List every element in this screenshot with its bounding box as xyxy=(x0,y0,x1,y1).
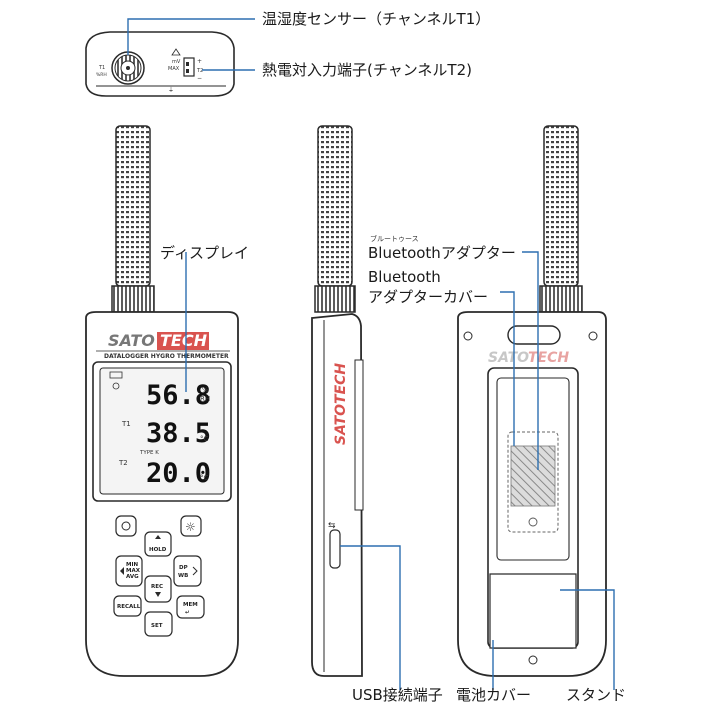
pointer-bluetooth-adapter xyxy=(522,251,539,470)
mv-label: mV xyxy=(172,59,181,65)
back-screw-bottom xyxy=(528,655,538,665)
top-view: T1 %RH mV MAX + T2 − ⏚ xyxy=(85,31,235,97)
lcd-t1-channel: T1 xyxy=(121,420,131,428)
wb-label: WB xyxy=(178,573,188,579)
sun-icon: ☼ xyxy=(185,520,196,534)
hold-button[interactable] xyxy=(144,531,172,557)
recall-button[interactable] xyxy=(113,595,142,617)
min-label: MIN xyxy=(126,562,139,568)
max-label: MAX xyxy=(126,568,141,574)
lcd-t2-channel: T2 xyxy=(118,459,128,467)
humidity-sensor-connector xyxy=(111,51,145,85)
brand-sato: SATO xyxy=(108,331,155,350)
label-usb-port: USB接続端子 xyxy=(352,686,443,704)
rh-label: %RH xyxy=(96,72,107,78)
set-button[interactable] xyxy=(144,611,173,637)
label-battery-cover: 電池カバー xyxy=(456,686,531,704)
keypad: ☼ HOLD MIN MAX AVG DP WB REC RECALL MEM … xyxy=(113,515,205,637)
recall-label: RECALL xyxy=(117,604,141,610)
usb-port xyxy=(329,529,341,569)
back-screw-top-right xyxy=(588,331,598,341)
lcd-t1-unit: °C xyxy=(200,435,209,443)
cover-screw xyxy=(528,517,538,527)
probe-tube xyxy=(115,125,151,287)
plus-label: + xyxy=(197,58,202,65)
back-view: SATO TECH xyxy=(457,125,607,677)
back-screw-top-left xyxy=(463,331,473,341)
front-view: SATO TECH DATALOGGER HYGRO THERMOMETER 5… xyxy=(85,125,239,677)
pointer-usb-port xyxy=(340,545,401,690)
t2-label: T2 xyxy=(196,68,203,74)
rec-label: REC xyxy=(151,584,163,590)
probe-knurl-ring xyxy=(111,285,155,313)
enter-icon: ↵ xyxy=(185,610,190,616)
stand-hinge-slot xyxy=(507,325,561,345)
mem-button[interactable] xyxy=(176,595,205,619)
rec-button[interactable] xyxy=(144,575,172,603)
down-arrow-icon xyxy=(155,592,161,597)
set-label: SET xyxy=(151,623,163,629)
lcd-t2-unit: °C xyxy=(200,474,209,482)
pointer-bluetooth-cover xyxy=(500,291,515,446)
back-probe-knurl-ring xyxy=(539,285,583,313)
lcd-screen xyxy=(99,367,225,495)
battery-icon xyxy=(109,371,123,379)
lcd-t2-value: 20.0 xyxy=(146,458,211,489)
backlight-button[interactable] xyxy=(180,515,202,537)
lcd-humidity-value: 56.8 xyxy=(146,380,211,411)
min-max-avg-button[interactable] xyxy=(115,555,143,587)
label-sensor-t1: 温湿度センサー（チャンネルT1） xyxy=(262,10,490,28)
power-button[interactable] xyxy=(115,515,137,537)
max-label: MAX xyxy=(168,66,180,72)
lcd-humidity-unit-top: % xyxy=(202,386,209,394)
stand-foot xyxy=(489,573,577,649)
side-brand: SATOTECH xyxy=(333,363,349,445)
bluetooth-adapter xyxy=(510,445,556,507)
usb-icon: ⇆ xyxy=(328,521,336,531)
label-bluetooth-cover-line1: Bluetooth xyxy=(368,268,441,286)
t1-label: T1 xyxy=(98,65,105,71)
clock-icon xyxy=(112,382,120,390)
label-bluetooth-ruby: ブルートゥース xyxy=(370,234,419,243)
label-stand: スタンド xyxy=(566,686,626,704)
side-view: SATOTECH ⇆ xyxy=(311,125,364,677)
dp-label: DP xyxy=(179,565,188,571)
side-stand-edge xyxy=(354,359,364,511)
label-bluetooth-cover-line2: アダプターカバー xyxy=(368,288,488,306)
label-bluetooth-adapter: Bluetoothアダプター xyxy=(368,244,516,262)
model-name: DATALOGGER HYGRO THERMOMETER xyxy=(104,353,229,360)
back-probe-tube xyxy=(543,125,579,287)
ground-icon: ⏚ xyxy=(168,87,174,94)
side-probe-knurl-ring xyxy=(314,285,356,313)
avg-label: AVG xyxy=(126,574,139,580)
thermocouple-socket xyxy=(183,57,195,77)
hold-label: HOLD xyxy=(149,547,167,553)
warning-icon xyxy=(171,48,181,56)
back-brand-tech: TECH xyxy=(528,350,569,366)
label-display: ディスプレイ xyxy=(160,244,249,262)
lcd-t1-value: 38.5 xyxy=(146,418,211,449)
dp-wb-button[interactable] xyxy=(173,555,202,587)
label-thermocouple-t2: 熱電対入力端子(チャンネルT2) xyxy=(262,61,472,79)
lcd-t2-type: TYPE K xyxy=(139,450,159,456)
right-arrow-icon xyxy=(192,566,198,576)
back-brand-sato: SATO xyxy=(488,350,529,366)
power-icon xyxy=(121,521,131,531)
up-arrow-icon xyxy=(155,535,161,539)
brand-tech: TECH xyxy=(160,331,208,350)
left-arrow-icon xyxy=(120,567,124,575)
minus-label: − xyxy=(197,75,202,82)
pointer-stand xyxy=(560,589,615,690)
mem-label: MEM xyxy=(183,602,198,608)
lcd-humidity-unit-bottom: RH xyxy=(200,395,210,403)
pointer-sensor-t1 xyxy=(127,18,255,55)
side-probe-tube xyxy=(317,125,353,287)
